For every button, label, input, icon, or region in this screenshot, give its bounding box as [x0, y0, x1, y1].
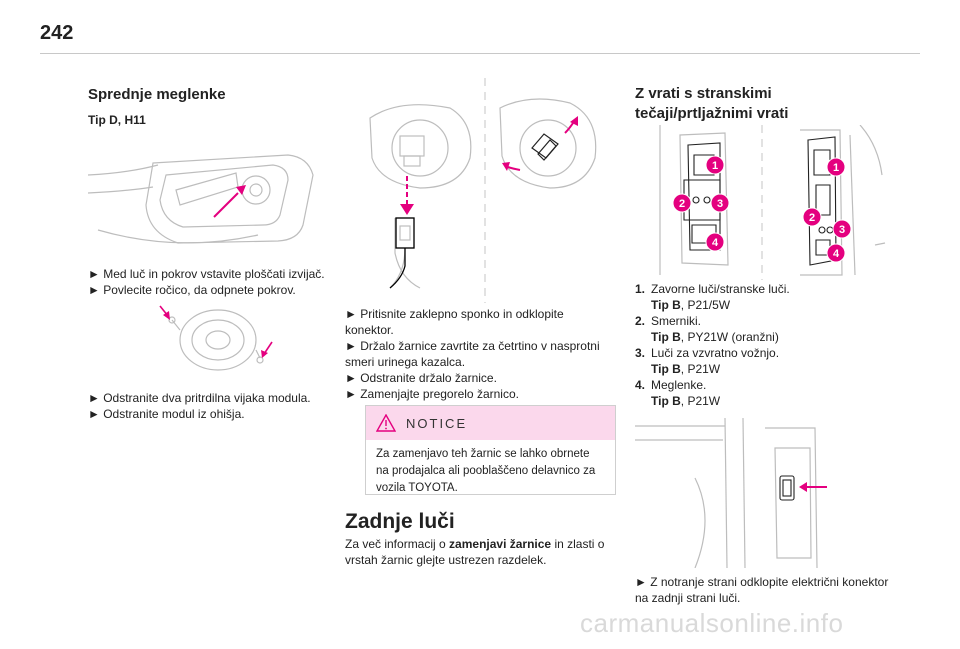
step-replace-bulb: ► Zamenjajte pregorelo žarnico. [345, 387, 519, 401]
callout-1: 1 [833, 162, 839, 174]
intro-text-a: Za več informacij o [345, 537, 450, 551]
notice-box: NOTICE Za zamenjavo teh žarnic se lahko … [365, 405, 616, 495]
step-rotate-holder: ► Držalo žarnice zavrtite za četrtino v … [345, 339, 600, 369]
tip-label: Tip B [651, 362, 681, 376]
top-rule [40, 53, 920, 54]
callout-2: 2 [809, 212, 815, 224]
list-label: Zavorne luči/stranske luči. [651, 282, 790, 296]
step-remove-screws: ► Odstranite dva pritrdilna vijaka modul… [88, 391, 311, 405]
illustration-fog-cover [88, 135, 333, 250]
tip-value: , P21/5W [680, 298, 731, 312]
watermark: carmanualsonline.info [580, 608, 844, 638]
col1-steps-b: ► Odstranite dva pritrdilna vijaka modul… [88, 390, 333, 422]
section-title-front-fog: Sprednje meglenke [88, 86, 226, 103]
type-label: Tip D, H11 [88, 113, 146, 127]
rotate-arrow-icon [502, 116, 578, 171]
arrow-icon [799, 482, 827, 492]
tip-value: , PY21W (oranžni) [680, 330, 779, 344]
notice-header: NOTICE [366, 406, 615, 440]
callout-2: 2 [679, 198, 685, 210]
intro-text-b: in zlasti o vrstah žarnic glejte ustreze… [345, 537, 605, 567]
illustration-rear-lamp-callouts: 1 2 3 4 1 2 3 4 [650, 125, 890, 280]
list-number: 3. [635, 346, 646, 360]
arrow-icon [159, 305, 273, 358]
tip-label: Tip B [651, 394, 681, 408]
arrow-icon [213, 185, 246, 218]
list-label: Meglenke. [651, 378, 707, 392]
callout-4: 4 [712, 237, 719, 249]
step-disconnect-connector: ► Z notranje strani odklopite električni… [635, 575, 889, 605]
list-item: 1. Zavorne luči/stranske luči. Tip B, P2… [635, 281, 885, 313]
rear-lights-intro: Za več informacij o zamenjavi žarnice in… [345, 536, 620, 568]
tip-label: Tip B [651, 298, 681, 312]
step-remove-holder: ► Odstranite držalo žarnice. [345, 371, 497, 385]
list-number: 2. [635, 314, 646, 328]
list-item: 2. Smerniki. Tip B, PY21W (oranžni) [635, 313, 885, 345]
step-remove-module: ► Odstranite modul iz ohišja. [88, 407, 245, 421]
notice-text: Za zamenjavo teh žarnic se lahko obrnete… [376, 448, 596, 494]
list-item: 4. Meglenke. Tip B, P21W [635, 377, 885, 409]
tip-label: Tip B [651, 330, 681, 344]
callout-1: 1 [712, 160, 718, 172]
list-item: 3. Luči za vzvratno vožnjo. Tip B, P21W [635, 345, 885, 377]
list-label: Smerniki. [651, 314, 702, 328]
column-rear-lights: Z vrati s stranskimi tečaji/prtljažnimi … [635, 70, 885, 124]
step-press-clip: ► Pritisnite zaklepno sponko in odklopit… [345, 307, 564, 337]
step-pull-lever: ► Povlecite ročico, da odpnete pokrov. [88, 283, 296, 297]
illustration-rear-connector [635, 418, 875, 568]
tip-value: , P21W [680, 362, 721, 376]
column-front-fog-lamps: Sprednje meglenke Tip D, H11 [88, 70, 328, 127]
list-number: 4. [635, 378, 646, 392]
warning-triangle-icon [376, 414, 396, 432]
notice-title: NOTICE [406, 415, 468, 431]
col1-steps-a: ► Med luč in pokrov vstavite ploščati iz… [88, 266, 333, 298]
section-title-side-hinged: Z vrati s stranskimi tečaji/prtljažnimi … [635, 85, 789, 122]
intro-text-bold: zamenjavi žarnice [449, 537, 552, 551]
callout-3: 3 [717, 198, 723, 210]
page-number: 242 [40, 22, 74, 44]
list-label: Luči za vzvratno vožnjo. [651, 346, 780, 360]
section-title-rear-lights: Zadnje luči [345, 510, 455, 533]
list-number: 1. [635, 282, 646, 296]
tip-value: , P21W [680, 394, 721, 408]
illustration-connector-and-bulb [360, 78, 610, 303]
step-insert-screwdriver: ► Med luč in pokrov vstavite ploščati iz… [88, 267, 325, 281]
col2-steps: ► Pritisnite zaklepno sponko in odklopit… [345, 306, 615, 402]
callout-3: 3 [839, 224, 845, 236]
illustration-fog-module [150, 300, 280, 380]
arrow-icon [400, 176, 414, 215]
bulb-list: 1. Zavorne luči/stranske luči. Tip B, P2… [635, 281, 885, 409]
callout-4: 4 [833, 248, 840, 260]
